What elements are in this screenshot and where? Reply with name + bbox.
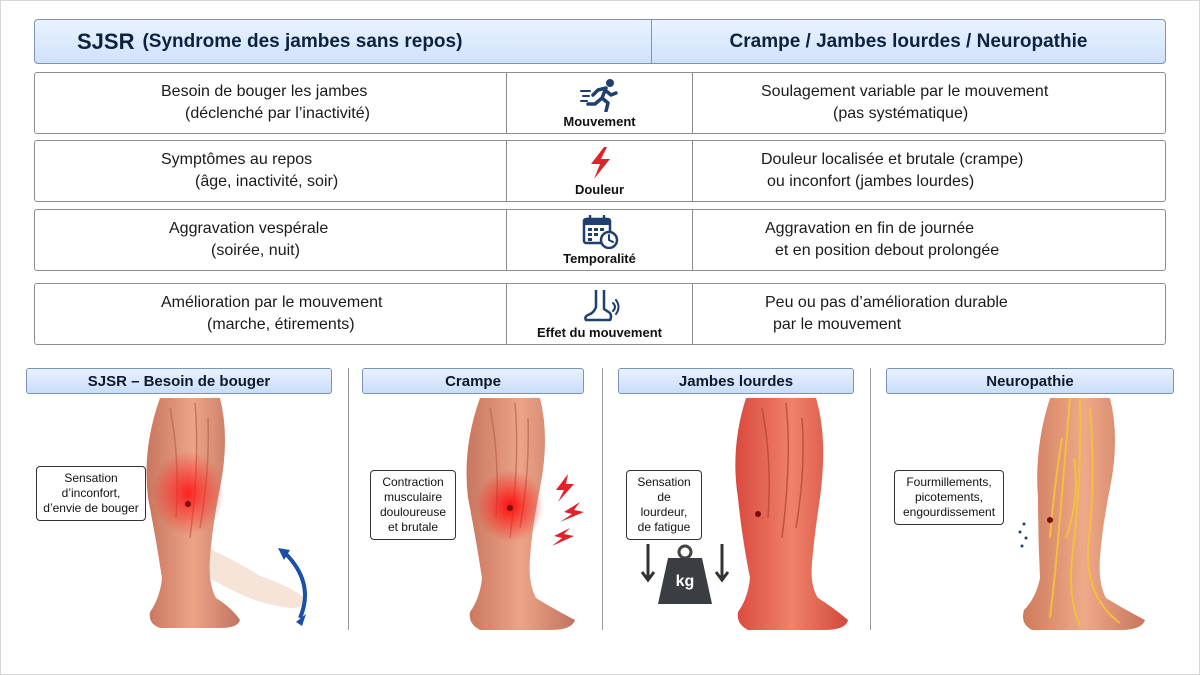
callout-line: et brutale <box>387 520 439 534</box>
row-left-cell: Besoin de bouger les jambes (déclenché p… <box>35 73 507 133</box>
comparison-row-temporalite: Aggravation vespérale (soirée, nuit) Tem… <box>34 209 1166 271</box>
row-right-cell: Peu ou pas d’amélioration durable par le… <box>693 284 1165 344</box>
jambes-lourdes-leg-illustration <box>735 398 848 630</box>
panel-title-sjsr: SJSR – Besoin de bouger <box>26 368 332 394</box>
row-right-line-1: Peu ou pas d’amélioration durable <box>765 294 1008 311</box>
row-right-line-2: (pas systématique) <box>833 105 969 122</box>
callout-line: Sensation <box>637 475 691 489</box>
callout-line: Contraction <box>382 475 444 489</box>
weight-kg-icon <box>640 544 730 604</box>
callout-jambes-lourdes: Sensation de lourdeur, de fatigue <box>626 470 702 540</box>
sjsr-leg-illustration <box>146 398 307 628</box>
row-icon-cell: Temporalité <box>507 210 693 270</box>
row-icon-label: Effet du mouvement <box>537 324 662 340</box>
callout-line: Fourmillements, <box>906 475 992 489</box>
row-icon-label: Mouvement <box>563 113 636 129</box>
lightning-bolt-icon <box>590 146 610 179</box>
panel-title-neuropathie: Neuropathie <box>886 368 1174 394</box>
comparison-header: SJSR (Syndrome des jambes sans repos) Cr… <box>34 19 1166 64</box>
callout-line: d’envie de bouger <box>43 501 139 515</box>
panel-title-jambes-lourdes: Jambes lourdes <box>618 368 854 394</box>
row-icon-label: Douleur <box>574 181 625 197</box>
row-left-line-1: Besoin de bouger les jambes <box>161 83 368 100</box>
header-left-subtitle: (Syndrome des jambes sans repos) <box>142 30 463 52</box>
row-right-line-2: par le mouvement <box>773 316 902 333</box>
crampe-leg-illustration <box>466 398 584 630</box>
row-left-line-1: Aggravation vespérale <box>169 220 329 237</box>
weight-label: kg <box>675 573 695 590</box>
row-right-line-1: Aggravation en fin de journée <box>765 220 975 237</box>
foot-movement-icon <box>583 289 619 321</box>
row-right-cell: Aggravation en fin de journée et en posi… <box>693 210 1165 270</box>
callout-line: musculaire <box>383 490 443 504</box>
callout-line: engourdissement <box>902 505 996 519</box>
row-left-line-1: Amélioration par le mouvement <box>161 294 383 311</box>
header-right-title: Crampe / Jambes lourdes / Neuropathie <box>729 30 1088 52</box>
calendar-clock-icon <box>582 214 618 249</box>
row-right-line-1: Soulagement variable par le mouvement <box>761 83 1049 100</box>
panel-title-crampe: Crampe <box>362 368 584 394</box>
callout-neuropathie: Fourmillements, picotements, engourdisse… <box>894 470 1004 525</box>
panel-divider <box>348 368 349 630</box>
row-left-cell: Aggravation vespérale (soirée, nuit) <box>35 210 507 270</box>
row-left-line-2: (marche, étirements) <box>207 316 355 333</box>
row-left-cell: Amélioration par le mouvement (marche, é… <box>35 284 507 344</box>
running-person-icon <box>579 78 618 112</box>
row-right-line-2: ou inconfort (jambes lourdes) <box>767 173 975 190</box>
neuropathie-leg-illustration <box>1018 398 1145 630</box>
callout-crampe: Contraction musculaire douloureuse et br… <box>370 470 456 540</box>
comparison-row-effet-mouvement: Amélioration par le mouvement (marche, é… <box>34 283 1166 345</box>
callout-line: Sensation <box>64 471 118 485</box>
header-left-title: SJSR <box>77 28 135 54</box>
callout-line: de fatigue <box>637 520 691 534</box>
callout-line: d’inconfort, <box>61 486 121 500</box>
callout-line: picotements, <box>914 490 984 504</box>
row-left-line-2: (soirée, nuit) <box>211 242 300 259</box>
callout-line: de lourdeur, <box>640 490 688 519</box>
callout-sjsr: Sensation d’inconfort, d’envie de bouger <box>36 466 146 521</box>
row-icon-cell: Douleur <box>507 141 693 201</box>
row-right-cell: Soulagement variable par le mouvement (p… <box>693 73 1165 133</box>
row-left-line-2: (âge, inactivité, soir) <box>195 173 339 190</box>
row-left-line-1: Symptômes au repos <box>161 151 313 168</box>
row-left-line-2: (déclenché par l’inactivité) <box>185 105 370 122</box>
row-right-line-1: Douleur localisée et brutale (crampe) <box>761 151 1024 168</box>
panel-divider <box>870 368 871 630</box>
comparison-row-douleur: Symptômes au repos (âge, inactivité, soi… <box>34 140 1166 202</box>
row-icon-cell: Effet du mouvement <box>507 284 693 344</box>
row-right-line-2: et en position debout prolongée <box>775 242 1000 259</box>
panel-divider <box>602 368 603 630</box>
row-right-cell: Douleur localisée et brutale (crampe) ou… <box>693 141 1165 201</box>
comparison-row-mouvement: Besoin de bouger les jambes (déclenché p… <box>34 72 1166 134</box>
row-left-cell: Symptômes au repos (âge, inactivité, soi… <box>35 141 507 201</box>
row-icon-cell: Mouvement <box>507 73 693 133</box>
row-icon-label: Temporalité <box>563 250 636 266</box>
callout-line: douloureuse <box>379 505 447 519</box>
header-left: SJSR (Syndrome des jambes sans repos) <box>35 20 652 63</box>
